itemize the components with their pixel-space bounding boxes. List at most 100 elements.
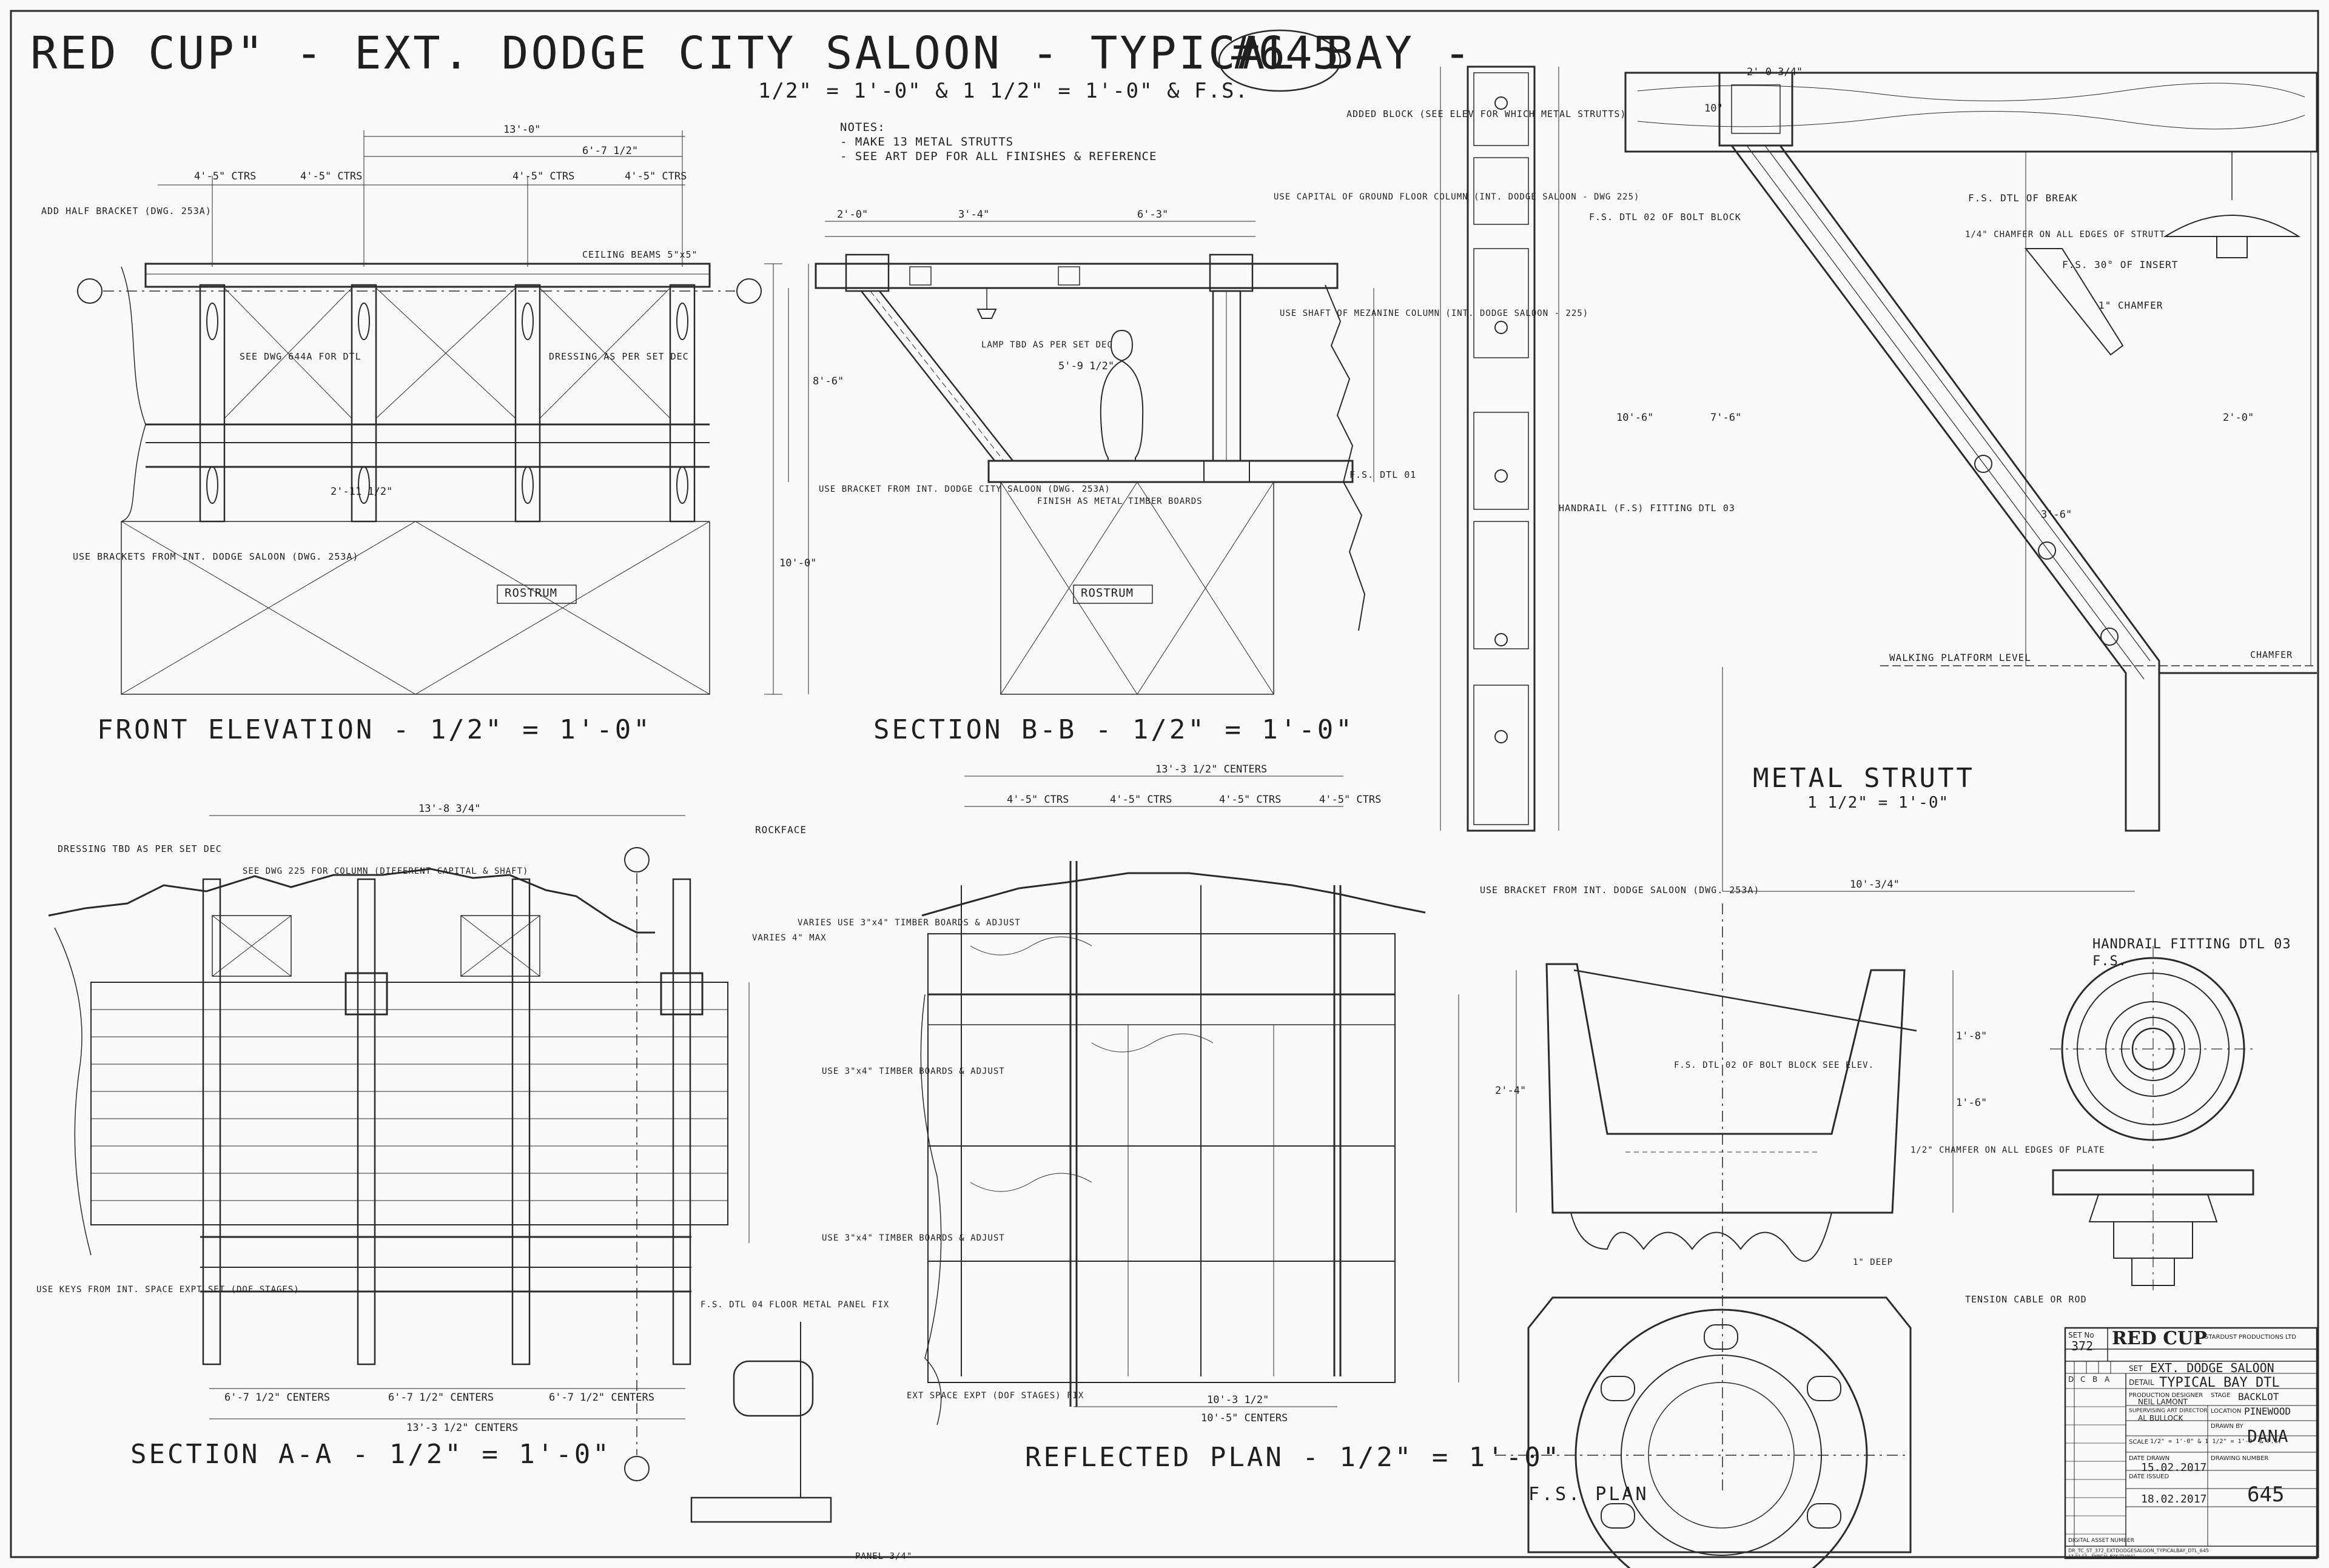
lamp-icon bbox=[2165, 215, 2299, 236]
handrail-fitting-title: HANDRAIL FITTING DTL 03 bbox=[2092, 937, 2291, 952]
strut-elevation-drawing bbox=[1440, 67, 1559, 831]
dim-front-h2: 2'-11 1/2" bbox=[331, 486, 393, 498]
tb-digital-asset-label: DIGITAL ASSET NUMBER bbox=[2068, 1538, 2134, 1544]
tb-digital-asset-text: DR_TC_ST_372_EXTDODGESALOON_TYPICALBAY_D… bbox=[2068, 1548, 2210, 1553]
section-bb-rostrum-label: ROSTRUM bbox=[1081, 586, 1134, 600]
fs-dtl-04-note: F.S. DTL 04 FLOOR METAL PANEL FIX bbox=[701, 1300, 890, 1310]
dim-sa-c1: 6'-7 1/2" CENTERS bbox=[224, 1392, 330, 1404]
dim-rp-ctrs-b: 4'-5" CTRS bbox=[1110, 794, 1172, 806]
handrail-fs-note: HANDRAIL (F.S) FITTING DTL 03 bbox=[1559, 503, 1735, 514]
tb-detail-label: DETAIL bbox=[2129, 1378, 2154, 1387]
add-half-bracket-note: ADD HALF BRACKET (DWG. 253A) bbox=[41, 206, 212, 216]
tb-drawing-number: 645 bbox=[2247, 1483, 2285, 1507]
use-shaft-note: USE SHAFT OF MEZANINE COLUMN (INT. DODGE… bbox=[1280, 309, 1589, 318]
timber-boards-note: TIMBER BOARDS bbox=[1128, 497, 1203, 506]
human-scale-figure bbox=[1101, 330, 1143, 461]
added-block-note: ADDED BLOCK (SEE ELEV FOR WHICH METAL ST… bbox=[1346, 109, 1627, 119]
use-brackets-note: USE BRACKETS FROM INT. DODGE SALOON (DWG… bbox=[73, 551, 359, 562]
chamfer-quarter-note: 1/4" CHAMFER ON ALL EDGES OF STRUTT bbox=[1965, 230, 2166, 240]
dim-ms-e: 3'-6" bbox=[2041, 509, 2072, 521]
use-timber-2-note: USE 3"x4" TIMBER BOARDS & ADJUST bbox=[822, 1233, 1005, 1243]
use-timber-1-note: USE 3"x4" TIMBER BOARDS & ADJUST bbox=[822, 1067, 1005, 1076]
strut-bolt-2 bbox=[2038, 542, 2055, 559]
section-marker-b-top bbox=[625, 848, 649, 872]
see-dwg-225-note: SEE DWG 225 FOR COLUMN (DIFFERENT CAPITA… bbox=[243, 866, 529, 876]
tb-digital-asset-text2: 17.02.17 - TYPICAL BAY [DANA] bbox=[2068, 1554, 2135, 1559]
dim-rp-top: 13'-3 1/2" CENTERS bbox=[1155, 763, 1268, 776]
tb-set-no-label: SET No bbox=[2068, 1331, 2094, 1339]
dim-sa-c3: 6'-7 1/2" CENTERS bbox=[549, 1392, 654, 1404]
tb-drawn-by-label: DRAWN BY bbox=[2211, 1423, 2243, 1430]
front-rostrum-label: ROSTRUM bbox=[505, 586, 558, 600]
walking-platform-note: WALKING PLATFORM LEVEL bbox=[1889, 652, 2031, 663]
dim-ctrs-d: 4'-5" CTRS bbox=[625, 170, 687, 183]
dim-sa-top: 13'-8 3/4" bbox=[418, 803, 481, 815]
tb-revision-b: B bbox=[2092, 1375, 2098, 1384]
fs-dtl-02-note: F.S. DTL 02 OF BOLT BLOCK bbox=[1589, 212, 1741, 223]
tb-detail-name: TYPICAL BAY DTL bbox=[2159, 1375, 2280, 1390]
title-block bbox=[2065, 1328, 2317, 1558]
metal-strut-scale: 1 1/2" = 1'-0" bbox=[1807, 794, 1949, 812]
section-aa-drawing bbox=[49, 816, 749, 1481]
dim-rp-ctrs-d: 4'-5" CTRS bbox=[1319, 794, 1382, 806]
metal-strut-title: METAL STRUTT bbox=[1753, 763, 1975, 794]
section-marker-b-bottom bbox=[625, 1456, 649, 1481]
tb-location-label: LOCATION bbox=[2211, 1408, 2242, 1415]
dim-ms-f: 2'-0" bbox=[2223, 412, 2254, 424]
deep-note: 1" DEEP bbox=[1853, 1258, 1894, 1267]
lamp-note: LAMP TBD AS PER SET DEC bbox=[981, 340, 1113, 350]
tb-date-drawn-label: DATE DRAWN bbox=[2129, 1455, 2170, 1462]
dim-rp-ctrs-a: 4'-5" CTRS bbox=[1007, 794, 1069, 806]
dim-ctrs-a: 4'-5" CTRS bbox=[194, 170, 257, 183]
fs-dtl-break-note: F.S. DTL OF BREAK bbox=[1968, 192, 2078, 204]
dim-sb-a: 2'-0" bbox=[837, 209, 869, 221]
dim-front-h: 10'-0" bbox=[779, 557, 817, 569]
notes-line-2: - SEE ART DEP FOR ALL FINISHES & REFEREN… bbox=[840, 150, 1157, 163]
fs-30-insert-note: F.S. 30° OF INSERT bbox=[2062, 259, 2179, 270]
ceiling-beams-note: CEILING BEAMS 5"x5" bbox=[582, 249, 698, 260]
fs-plan-title: F.S. PLAN bbox=[1528, 1484, 1649, 1505]
sheet-border bbox=[11, 11, 2318, 1557]
front-elevation-title: FRONT ELEVATION - 1/2" = 1'-0" bbox=[97, 714, 652, 745]
sheet-number: #645 bbox=[1231, 27, 1340, 79]
handrail-fitting-drawing bbox=[2050, 946, 2256, 1292]
dim-rp-bottom: 10'-3 1/2" bbox=[1207, 1394, 1269, 1406]
sheet-scale: 1/2" = 1'-0" & 1 1/2" = 1'-0" & F.S. bbox=[758, 79, 1249, 103]
dim-ms-g: 10'-3/4" bbox=[1850, 879, 1900, 891]
tb-set-label: SET bbox=[2129, 1364, 2143, 1373]
section-bb-rostrum-box bbox=[1074, 585, 1152, 603]
varies-note: VARIES 4" MAX bbox=[752, 933, 827, 943]
strut-bolt-1 bbox=[1975, 455, 1992, 472]
metal-strut-drawing bbox=[1625, 73, 2317, 891]
dim-rp-bottom2: 10'-5" CENTERS bbox=[1201, 1412, 1288, 1424]
dressing-note: DRESSING AS PER SET DEC bbox=[549, 351, 689, 362]
tb-scale-label: SCALE bbox=[2129, 1439, 2149, 1446]
section-bb-drawing bbox=[788, 221, 1374, 694]
tb-scale: 1/2" = 1'-0" & 1 1/2" = 1'-0" & F.S. bbox=[2150, 1438, 2282, 1445]
dim-sb-c: 6'-3" bbox=[1137, 209, 1169, 221]
varies-timber-note: VARIES USE 3"x4" TIMBER BOARDS & ADJUST bbox=[798, 918, 1021, 928]
dim-rp-ctrs-c: 4'-5" CTRS bbox=[1219, 794, 1282, 806]
tb-brand: RED CUP bbox=[2112, 1328, 2207, 1349]
tb-company: STARDUST PRODUCTIONS LTD bbox=[2205, 1334, 2296, 1341]
section-bb-title: SECTION B-B - 1/2" = 1'-0" bbox=[873, 714, 1354, 745]
tb-date-drawn: 15.02.2017 bbox=[2141, 1461, 2207, 1474]
fs-dtl-01-note: F.S. DTL 01 bbox=[1349, 469, 1417, 480]
section-aa-title: SECTION A-A - 1/2" = 1'-0" bbox=[130, 1439, 611, 1470]
dim-sb-d: 8'-6" bbox=[813, 375, 844, 387]
panel-note: PANEL 3/4" bbox=[855, 1552, 913, 1561]
tb-stage-label: STAGE bbox=[2211, 1392, 2231, 1399]
rockface-note: ROCKFACE bbox=[755, 824, 807, 836]
tb-set-no: 372 bbox=[2071, 1339, 2094, 1353]
dim-ctrs-b: 4'-5" CTRS bbox=[300, 170, 363, 183]
tb-date-issued-label: DATE ISSUED bbox=[2129, 1473, 2169, 1480]
notes-heading: NOTES: bbox=[840, 121, 886, 134]
tb-prod-designer: NEIL LAMONT bbox=[2138, 1398, 2188, 1406]
section-marker-a-right bbox=[737, 279, 761, 303]
tb-prod-designer-label: PRODUCTION DESIGNER bbox=[2129, 1392, 2203, 1399]
tb-drawn-by: DANA bbox=[2247, 1426, 2288, 1446]
tb-revision-d: D bbox=[2068, 1375, 2074, 1384]
use-bracket-b-note: USE BRACKET FROM INT. DODGE CITY SALOON … bbox=[819, 484, 1111, 494]
section-marker-a-left bbox=[78, 279, 102, 303]
